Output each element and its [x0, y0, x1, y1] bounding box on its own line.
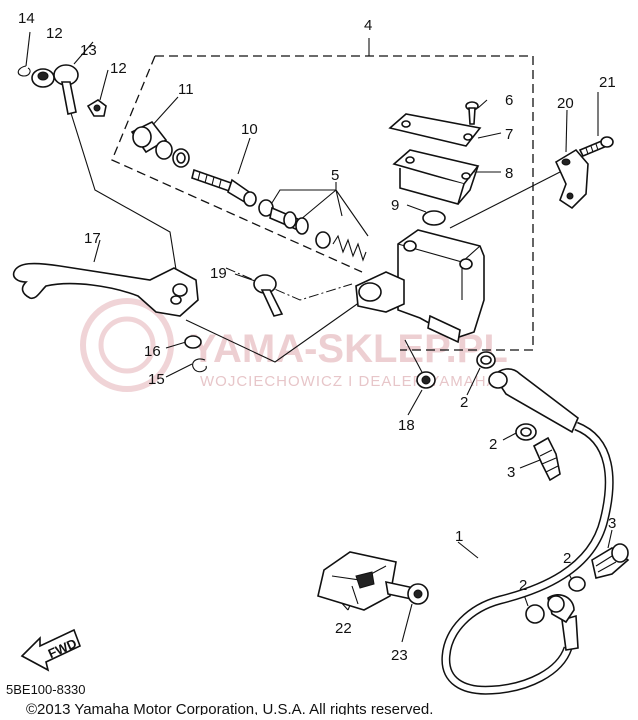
washer-part-16 [184, 335, 202, 349]
piston-kit-part-5 [258, 199, 367, 262]
callout-18: 18 [398, 417, 415, 434]
callout-9: 9 [391, 197, 399, 214]
watermark-sub: WOJCIECHOWICZ I DEALER YAMAHA [200, 373, 498, 390]
callout-23: 23 [391, 647, 408, 664]
callout-4: 4 [364, 17, 372, 34]
lever-part-17 [12, 262, 199, 317]
assembly-frame [111, 55, 534, 351]
dust-boot-part-11 [130, 120, 190, 168]
plate-part-9 [422, 210, 446, 226]
bolt-part-21 [578, 136, 614, 158]
callout-2: 2 [519, 577, 527, 594]
diaphragm-part-8 [392, 149, 480, 205]
fwd-arrow-icon: FWD [20, 628, 82, 672]
bolt-part-23 [385, 580, 429, 605]
screw-part-12 [86, 99, 107, 117]
hose-part-1 [441, 368, 614, 695]
master-cylinder-body [355, 229, 485, 344]
callout-14: 14 [18, 10, 35, 27]
nut-part-12 [31, 68, 55, 88]
bracket-part-22 [317, 551, 397, 611]
callout-19: 19 [210, 265, 227, 282]
callout-21: 21 [599, 74, 616, 91]
gasket-part-2 [476, 351, 496, 369]
callout-17: 17 [84, 230, 101, 247]
reservoir-cap-part-7 [388, 113, 482, 147]
leader-lines [25, 31, 613, 643]
washer-part-18 [416, 371, 436, 389]
gasket-part-2-right [568, 576, 586, 592]
screw-part-6 [465, 101, 479, 125]
callout-13: 13 [80, 42, 97, 59]
callout-5: 5 [331, 167, 339, 184]
push-rod-part-10 [191, 168, 257, 207]
callout-22: 22 [335, 620, 352, 637]
fwd-label: FWD [46, 636, 79, 662]
callout-3: 3 [507, 464, 515, 481]
union-bolt-part-3 [532, 436, 561, 482]
copyright-notice: ©2013 Yamaha Motor Corporation, U.S.A. A… [26, 701, 433, 715]
callout-2: 2 [563, 550, 571, 567]
callout-6: 6 [505, 92, 513, 109]
callout-10: 10 [241, 121, 258, 138]
clip-part-14 [17, 65, 31, 77]
callout-16: 16 [144, 343, 161, 360]
gasket-part-2-lower [515, 423, 537, 441]
clip-part-15 [192, 358, 207, 373]
callout-1: 1 [455, 528, 463, 545]
callout-12: 12 [110, 60, 127, 77]
diagram-code: 5BE100-8330 [6, 682, 86, 697]
callouts: 1 2 2 2 2 3 3 4 5 6 7 8 9 10 11 12 12 13… [18, 10, 616, 664]
callout-20: 20 [557, 95, 574, 112]
callout-12: 12 [46, 25, 63, 42]
callout-7: 7 [505, 126, 513, 143]
pin-part-19 [253, 274, 284, 317]
pivot-bolt-part-13 [53, 64, 79, 115]
holder-part-20 [554, 148, 589, 210]
callout-11: 11 [178, 81, 194, 98]
callout-15: 15 [148, 371, 165, 388]
callout-2: 2 [489, 436, 497, 453]
gasket-part-2-left [525, 604, 545, 624]
union-bolt-part-3-lower [591, 543, 630, 579]
callout-3: 3 [608, 515, 616, 532]
callout-8: 8 [505, 165, 513, 182]
callout-2: 2 [460, 394, 468, 411]
